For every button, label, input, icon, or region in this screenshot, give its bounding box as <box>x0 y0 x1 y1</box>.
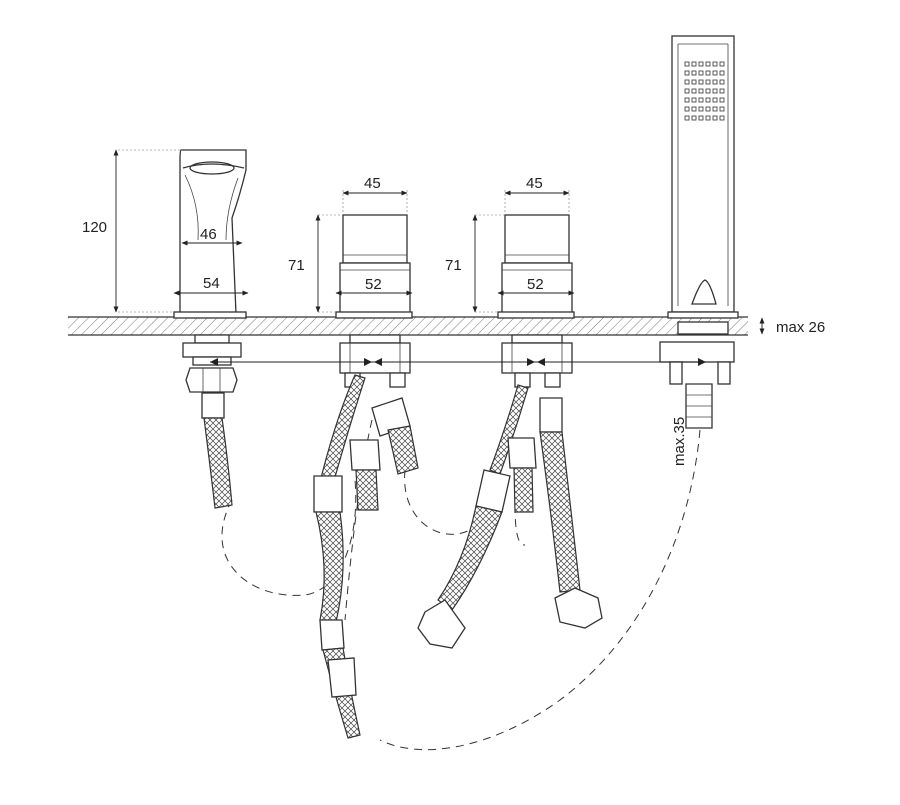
shower-nozzle <box>712 97 718 103</box>
shower-nozzle <box>698 97 704 103</box>
dim-right-base: 52 <box>497 276 575 296</box>
dim-label-deck-thickness: max 26 <box>776 319 825 336</box>
mixer-handle-left <box>335 214 413 319</box>
shower-nozzle <box>705 70 711 76</box>
hand-shower <box>667 35 739 319</box>
dim-right-top: 45 <box>504 175 570 215</box>
shower-nozzle <box>719 115 725 121</box>
shower-nozzle <box>698 70 704 76</box>
shower-nozzle <box>698 88 704 94</box>
shower-nozzle <box>691 106 697 112</box>
shower-nozzle <box>705 61 711 67</box>
mixer-right-underdeck <box>417 334 603 649</box>
dim-hose-length: max.35 <box>671 417 688 466</box>
shower-nozzle <box>684 115 690 121</box>
shower-nozzle <box>712 79 718 85</box>
hand-shower-underdeck <box>659 321 735 429</box>
dim-left-height: 71 <box>288 214 343 313</box>
mixer-handle-right <box>497 214 575 319</box>
dim-left-base: 52 <box>335 276 413 296</box>
deck-plate <box>68 316 748 336</box>
dim-label-left-height: 71 <box>288 257 305 274</box>
shower-nozzle <box>705 79 711 85</box>
dim-label-right-top: 45 <box>526 175 543 192</box>
dim-label-hose-length: max.35 <box>671 417 688 466</box>
shower-nozzle <box>705 97 711 103</box>
dim-left-top: 45 <box>342 175 408 215</box>
dim-label-right-height: 71 <box>445 257 462 274</box>
shower-nozzle <box>691 97 697 103</box>
shower-nozzle <box>698 106 704 112</box>
shower-nozzle <box>719 70 725 76</box>
shower-nozzle <box>712 115 718 121</box>
shower-nozzle <box>719 61 725 67</box>
mixer-left-underdeck <box>313 334 419 739</box>
shower-nozzle-grid <box>684 61 725 121</box>
shower-nozzle <box>705 88 711 94</box>
shower-nozzle <box>719 97 725 103</box>
dim-label-left-base: 52 <box>365 276 382 293</box>
shower-nozzle <box>705 115 711 121</box>
centre-distance-line <box>210 358 706 366</box>
spout <box>173 149 247 319</box>
shower-nozzle <box>712 61 718 67</box>
shower-nozzle <box>691 88 697 94</box>
dim-right-height: 71 <box>445 214 505 313</box>
shower-nozzle <box>712 88 718 94</box>
shower-nozzle <box>719 88 725 94</box>
shower-nozzle <box>684 106 690 112</box>
shower-nozzle <box>691 115 697 121</box>
spout-underdeck <box>182 334 242 509</box>
shower-nozzle <box>691 61 697 67</box>
shower-nozzle <box>719 106 725 112</box>
shower-nozzle <box>719 79 725 85</box>
dim-spout-base-width: 54 <box>173 275 249 296</box>
dim-deck-thickness: max 26 <box>759 317 825 336</box>
shower-nozzle <box>705 106 711 112</box>
dim-spout-height: 120 <box>82 149 180 313</box>
dim-label-left-top: 45 <box>364 175 381 192</box>
shower-nozzle <box>684 61 690 67</box>
shower-nozzle <box>684 88 690 94</box>
dim-label-right-base: 52 <box>527 276 544 293</box>
shower-nozzle <box>698 115 704 121</box>
shower-nozzle <box>684 97 690 103</box>
shower-nozzle <box>712 106 718 112</box>
dim-label-spout-top-width: 46 <box>200 226 217 243</box>
shower-nozzle <box>698 61 704 67</box>
shower-nozzle <box>712 70 718 76</box>
shower-nozzle <box>691 70 697 76</box>
dim-spout-top-width: 46 <box>181 226 243 246</box>
dim-label-spout-height: 120 <box>82 219 107 236</box>
shower-nozzle <box>698 79 704 85</box>
dim-label-spout-base-width: 54 <box>203 275 220 292</box>
shower-nozzle <box>684 70 690 76</box>
shower-nozzle <box>684 79 690 85</box>
shower-nozzle <box>691 79 697 85</box>
